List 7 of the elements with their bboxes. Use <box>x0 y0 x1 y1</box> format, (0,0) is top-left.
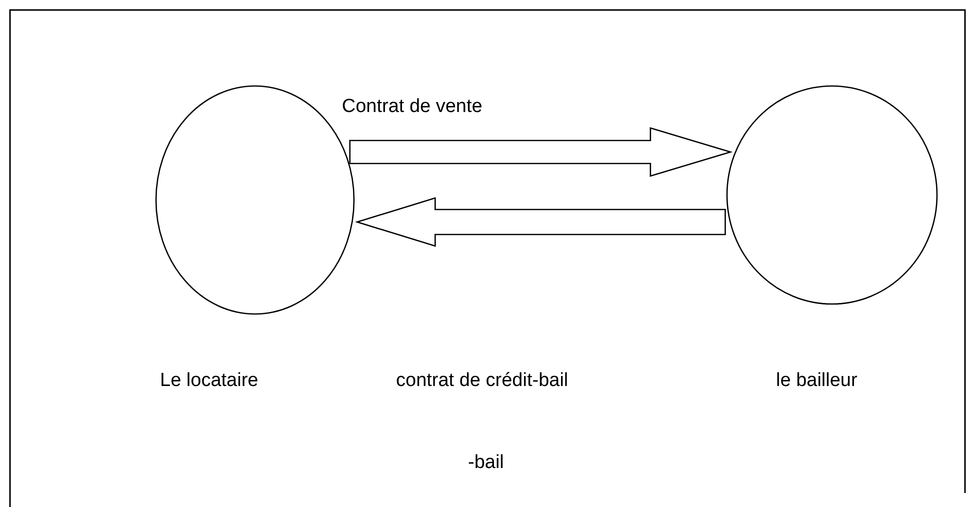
node-caption: le bailleur <box>776 370 858 392</box>
block-arrow <box>354 197 726 247</box>
node-caption: Le locataire <box>160 370 258 392</box>
text-label: -bail <box>468 452 504 474</box>
text-label: contrat de crédit-bail <box>396 370 568 392</box>
block-arrow <box>349 127 733 177</box>
circle-shape <box>726 85 938 305</box>
